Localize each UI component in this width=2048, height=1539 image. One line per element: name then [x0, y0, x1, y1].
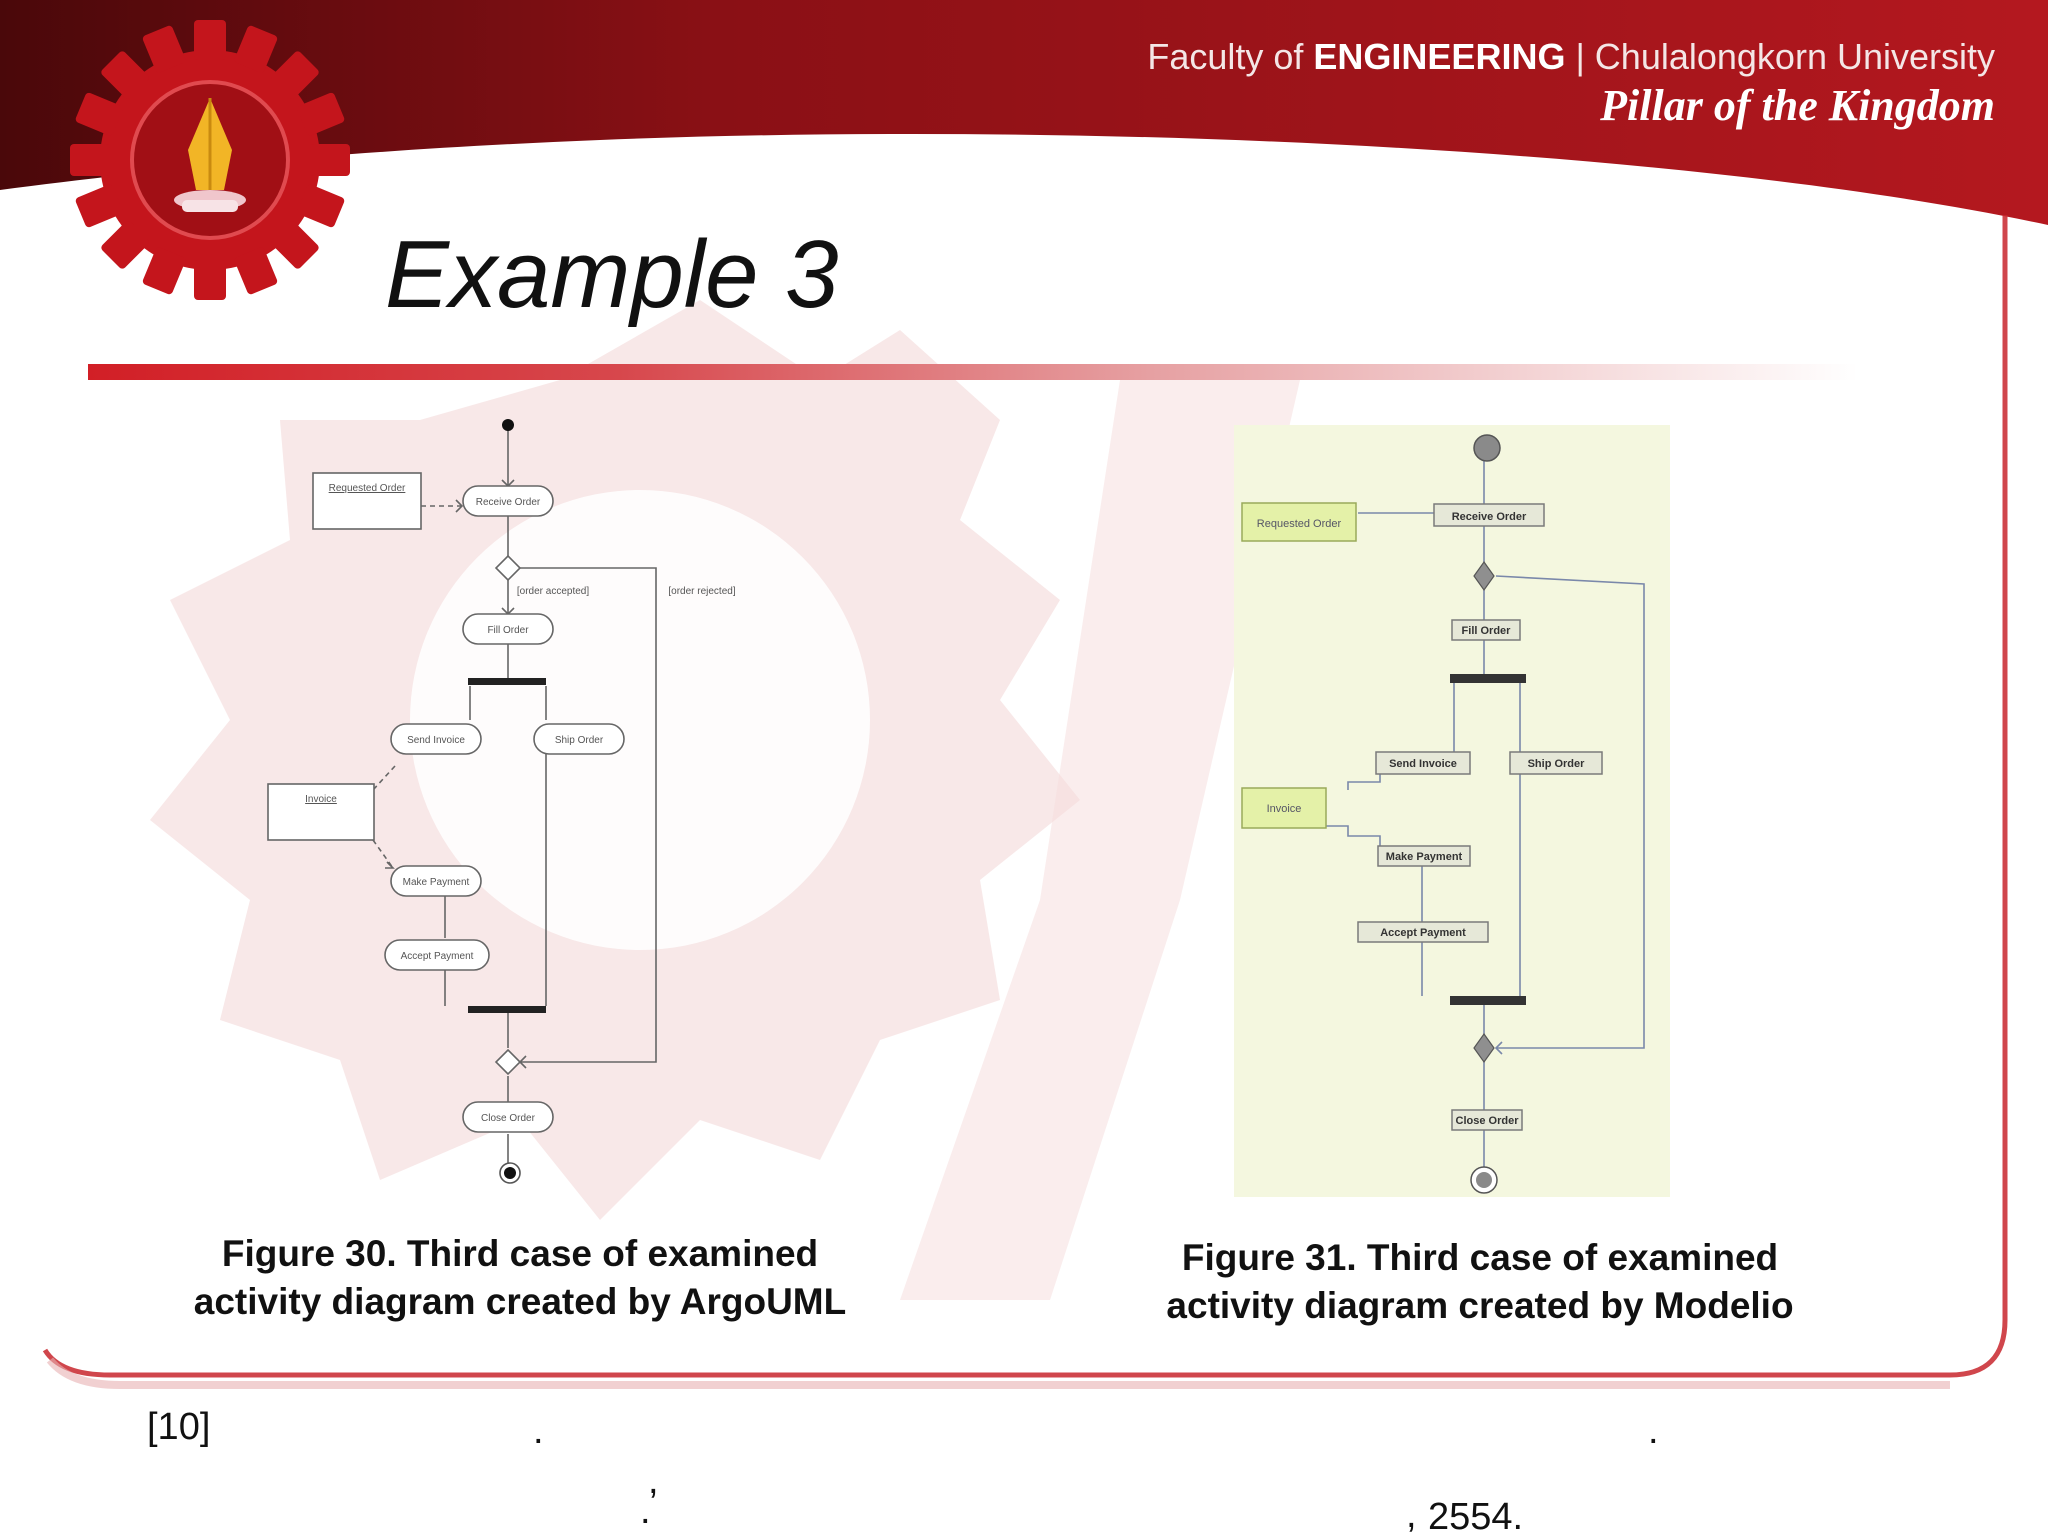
argo-order-accepted-label: [order accepted]	[517, 586, 589, 597]
footer-comma: ,	[648, 1460, 659, 1502]
modelio-initial-node	[1473, 434, 1501, 462]
modelio-fill-order-label: Fill Order	[1462, 625, 1512, 637]
argo-merge-node	[494, 1048, 522, 1076]
footer-period-2: .	[1648, 1410, 1659, 1452]
modelio-merge-node	[1473, 1032, 1495, 1064]
argo-requested-order-object	[312, 472, 422, 530]
argo-send-invoice-label: Send Invoice	[407, 735, 465, 746]
modelio-requested-order-object	[1241, 502, 1357, 542]
argo-make-payment-label: Make Payment	[403, 877, 470, 888]
argo-ship-order-node	[533, 723, 625, 755]
argo-fill-order-node	[462, 613, 554, 645]
argo-requested-order-label: Requested Order	[329, 483, 406, 494]
argo-invoice-label: Invoice	[305, 794, 337, 805]
modelio-ship-order-node	[1509, 751, 1603, 775]
modelio-receive-order-node	[1433, 503, 1545, 527]
argo-invoice-object	[267, 783, 375, 841]
university-logo	[70, 20, 350, 300]
argo-close-order-label: Close Order	[481, 1113, 536, 1124]
figure-31-caption-line1: Figure 31. Third case of examined	[1181, 1237, 1779, 1278]
figure-30-caption-line2: activity diagram created by ArgoUML	[193, 1281, 847, 1322]
footer-period-3: .	[640, 1490, 651, 1532]
footer-year: 2554.	[1428, 1496, 1524, 1538]
modelio-close-order-label: Close Order	[1456, 1115, 1520, 1127]
footer-comma-2: ,	[1406, 1494, 1417, 1536]
modelio-ship-order-label: Ship Order	[1528, 758, 1586, 770]
modelio-final-node	[1476, 1172, 1492, 1188]
footer-reference-number: [10]	[147, 1406, 211, 1448]
argo-order-rejected-label: [order rejected]	[668, 586, 735, 597]
modelio-send-invoice-node	[1375, 751, 1471, 775]
modelio-accept-payment-node	[1357, 921, 1489, 943]
argo-accept-payment-label: Accept Payment	[401, 951, 474, 962]
argo-join-bar	[468, 1006, 546, 1013]
modelio-accept-payment-label: Accept Payment	[1380, 927, 1466, 939]
figure-30-caption: Figure 30. Third case of examined activi…	[120, 1230, 920, 1326]
modelio-make-payment-label: Make Payment	[1386, 851, 1463, 863]
argo-close-order-node	[462, 1101, 554, 1133]
title-divider	[88, 364, 1858, 380]
argo-ship-order-label: Ship Order	[555, 735, 604, 746]
argo-fill-order-label: Fill Order	[487, 625, 529, 636]
argo-receive-order-node	[462, 485, 554, 517]
modelio-join-bar	[1450, 996, 1526, 1005]
header-band	[0, 0, 2048, 225]
modelio-invoice-object	[1241, 787, 1327, 829]
argo-final-node	[504, 1167, 516, 1179]
argo-decision-node	[494, 554, 522, 582]
modelio-requested-order-label: Requested Order	[1257, 518, 1342, 530]
tagline: Pillar of the Kingdom	[1600, 81, 1995, 130]
modelio-receive-order-label: Receive Order	[1452, 511, 1527, 523]
argo-make-payment-node	[390, 865, 482, 897]
figure-30-caption-line1: Figure 30. Third case of examined	[221, 1233, 819, 1274]
modelio-fork-bar	[1450, 674, 1526, 683]
argo-accept-payment-node	[384, 939, 490, 971]
modelio-decision-node	[1473, 560, 1495, 592]
faculty-suffix: | Chulalongkorn University	[1565, 36, 1995, 77]
modelio-fill-order-node	[1451, 619, 1521, 641]
modelio-activity-diagram: Requested Order Receive Order Fill Order…	[1234, 425, 1670, 1197]
faculty-bold: ENGINEERING	[1313, 36, 1566, 77]
modelio-close-order-node	[1451, 1109, 1523, 1131]
modelio-invoice-label: Invoice	[1267, 803, 1302, 815]
figure-31-caption: Figure 31. Third case of examined activi…	[1080, 1234, 1880, 1330]
slide-title: Example 3	[385, 221, 839, 328]
figure-31-caption-line2: activity diagram created by Modelio	[1166, 1285, 1794, 1326]
argo-receive-order-label: Receive Order	[476, 497, 541, 508]
faculty-prefix: Faculty of	[1147, 36, 1314, 77]
modelio-send-invoice-label: Send Invoice	[1389, 758, 1457, 770]
argouml-activity-diagram: Requested Order Receive Order [order acc…	[267, 419, 736, 1184]
modelio-make-payment-node	[1377, 845, 1471, 867]
footer-period-1: .	[533, 1410, 544, 1452]
argo-send-invoice-node	[390, 723, 482, 755]
faculty-heading: Faculty of ENGINEERING | Chulalongkorn U…	[1147, 36, 1995, 78]
argo-fork-bar	[468, 678, 546, 685]
